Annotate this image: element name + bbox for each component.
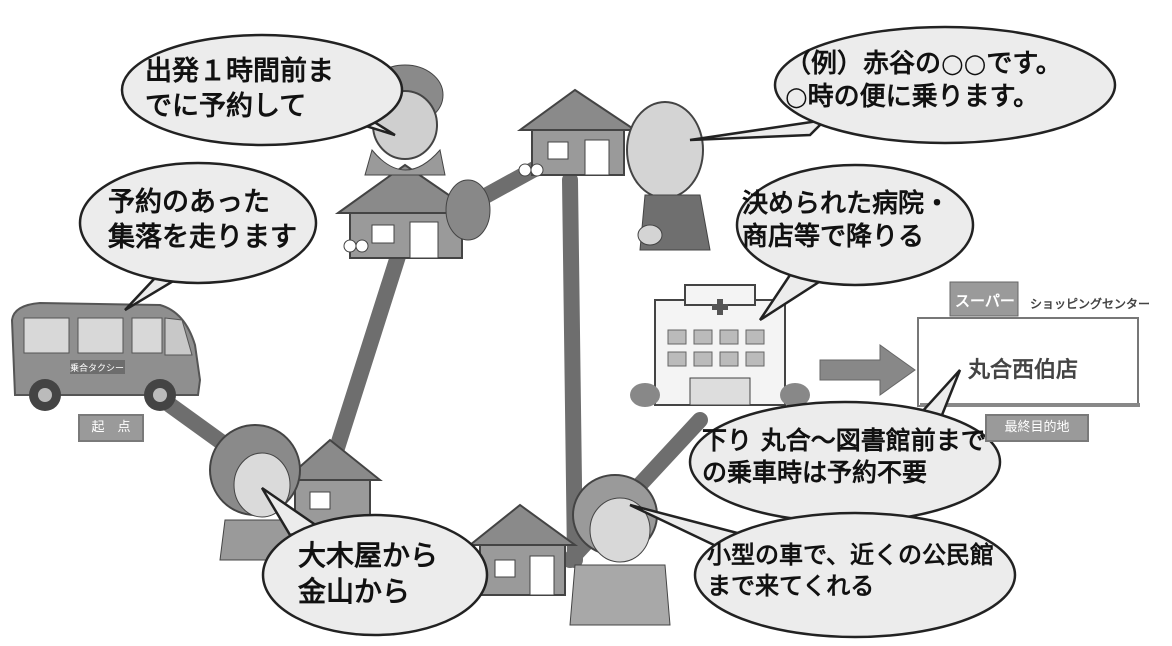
person-old-man-phone — [626, 101, 711, 251]
arrow-to-store — [819, 344, 916, 396]
text-example-call: （例）赤谷の○○です。 ○時の便に乗ります。 — [785, 49, 1062, 113]
speech-bubbles — [78, 25, 1117, 639]
bubble-small-car — [629, 503, 1017, 639]
text-small-car: 小型の車で、近くの公民館 まで来てくれる — [707, 541, 995, 600]
store-sign-center: ショッピングセンター — [1030, 297, 1151, 311]
house-upper-center — [516, 88, 639, 177]
store-building — [917, 281, 1140, 407]
text-drop-off: 決められた病院・ 商店等で降りる — [742, 189, 951, 253]
text-downline-no-reserve: 下り 丸合～図書館前まで の乗車時は予約不要 — [702, 426, 986, 487]
bubble-villages — [260, 486, 489, 637]
bus-side-label: 乗合タクシー — [70, 362, 124, 374]
text-from-villages: 大木屋から 金山から — [298, 539, 439, 608]
bubble-reserve — [120, 33, 404, 147]
text-bus-route: 予約のあった 集落を走ります — [108, 187, 297, 253]
store-name: 丸合西伯店 — [968, 358, 1079, 383]
house-lower-center — [467, 503, 579, 596]
store-sign-super: スーパー — [955, 292, 1015, 310]
person-old-woman-phone — [569, 474, 671, 626]
bubble-bus-route — [78, 161, 318, 312]
label-start: 起 点 — [78, 414, 144, 442]
bubble-example-call — [689, 25, 1117, 145]
hospital-building — [630, 284, 810, 407]
bubble-drop-off — [735, 163, 975, 322]
label-destination: 最終目的地 — [985, 414, 1089, 442]
text-reserve-one-hour: 出発１時間前ま でに予約して — [145, 56, 334, 122]
bus-illustration — [10, 301, 202, 411]
house-upper-left — [334, 163, 491, 259]
